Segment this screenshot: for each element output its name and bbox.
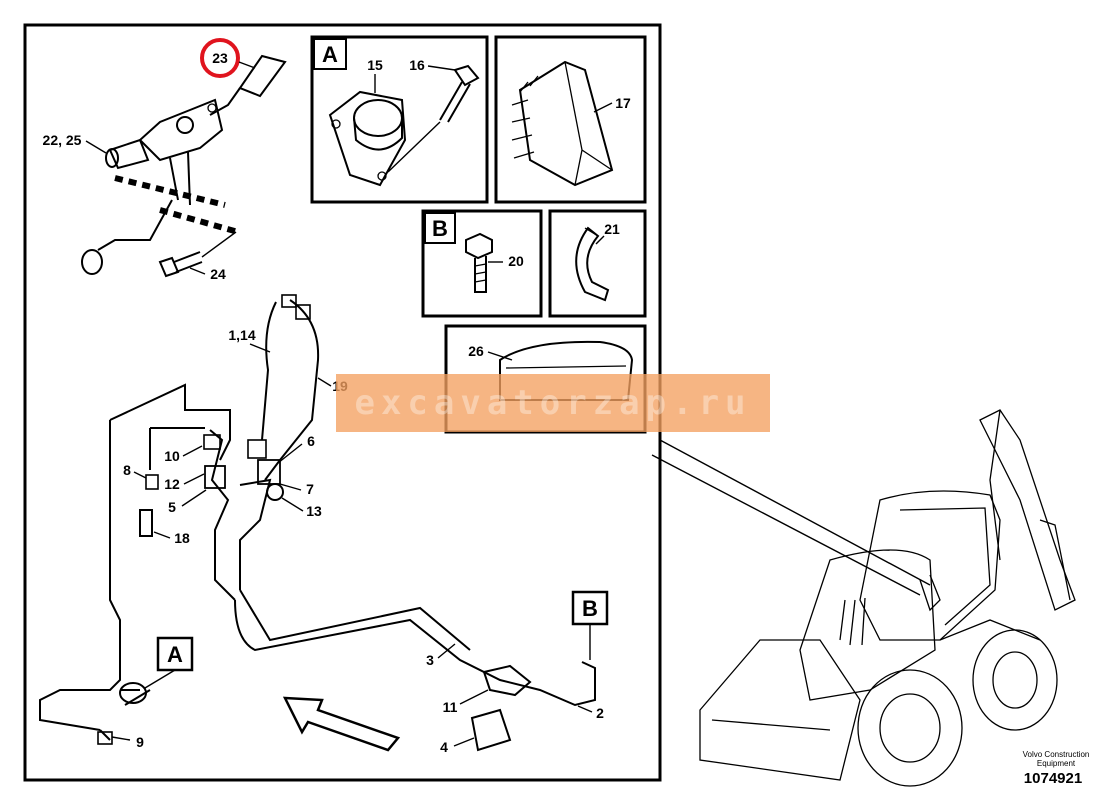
callout-10: 10 xyxy=(164,448,180,464)
callout-12: 12 xyxy=(164,476,180,492)
watermark: excavatorzap.ru xyxy=(336,374,770,432)
callout-13: 13 xyxy=(306,503,322,519)
callout-21: 21 xyxy=(604,221,620,237)
callout-24: 24 xyxy=(210,266,226,282)
callout-17: 17 xyxy=(615,95,631,111)
callout-18: 18 xyxy=(174,530,190,546)
detail-box-21: 21 xyxy=(548,209,647,318)
document-number: 1074921 xyxy=(1023,770,1083,787)
callout-6: 6 xyxy=(307,433,315,449)
reference-tag-a: A xyxy=(144,636,194,689)
callout-5: 5 xyxy=(168,499,176,515)
callout-7: 7 xyxy=(306,481,314,497)
reference-tag-b: B xyxy=(571,590,609,660)
brand-line-2: Equipment xyxy=(1036,759,1076,768)
part-15-flange xyxy=(328,90,407,187)
direction-arrow xyxy=(282,696,401,752)
callout-8: 8 xyxy=(123,462,131,478)
part-20-bolt xyxy=(465,232,493,260)
detail-box-b: B 20 xyxy=(421,209,543,318)
callout-20: 20 xyxy=(508,253,524,269)
callout-9: 9 xyxy=(136,734,144,750)
watermark-text: excavatorzap.ru xyxy=(354,383,752,423)
callout-23: 23 xyxy=(212,50,228,66)
callout-22-25: 22, 25 xyxy=(43,132,82,148)
detail-box-17: 17 xyxy=(494,35,647,204)
detail-box-b-letter: B xyxy=(432,216,448,241)
svg-text:B: B xyxy=(582,596,598,621)
callout-3: 3 xyxy=(426,652,434,668)
lever-assembly xyxy=(81,54,287,278)
brand-label: Volvo Construction Equipment xyxy=(1008,750,1104,768)
callout-11: 11 xyxy=(443,699,458,715)
callout-26: 26 xyxy=(468,343,484,359)
backhoe-loader-illustration xyxy=(699,409,1076,787)
callout-1-14: 1,14 xyxy=(228,327,255,343)
detail-box-a-letter: A xyxy=(322,42,338,67)
callout-2: 2 xyxy=(596,705,604,721)
callout-15: 15 xyxy=(367,57,383,73)
part-16-bolt xyxy=(453,64,480,87)
brand-line-1: Volvo Construction xyxy=(1022,750,1090,759)
svg-text:A: A xyxy=(167,642,183,667)
callout-16: 16 xyxy=(409,57,425,73)
detail-box-a: A 15 16 xyxy=(310,35,489,204)
callout-4: 4 xyxy=(440,739,448,755)
part-26-cover xyxy=(499,340,634,401)
wiring-harness xyxy=(39,294,596,752)
part-21-cable-tie xyxy=(575,226,610,302)
highlight-circle-23 xyxy=(200,38,240,78)
